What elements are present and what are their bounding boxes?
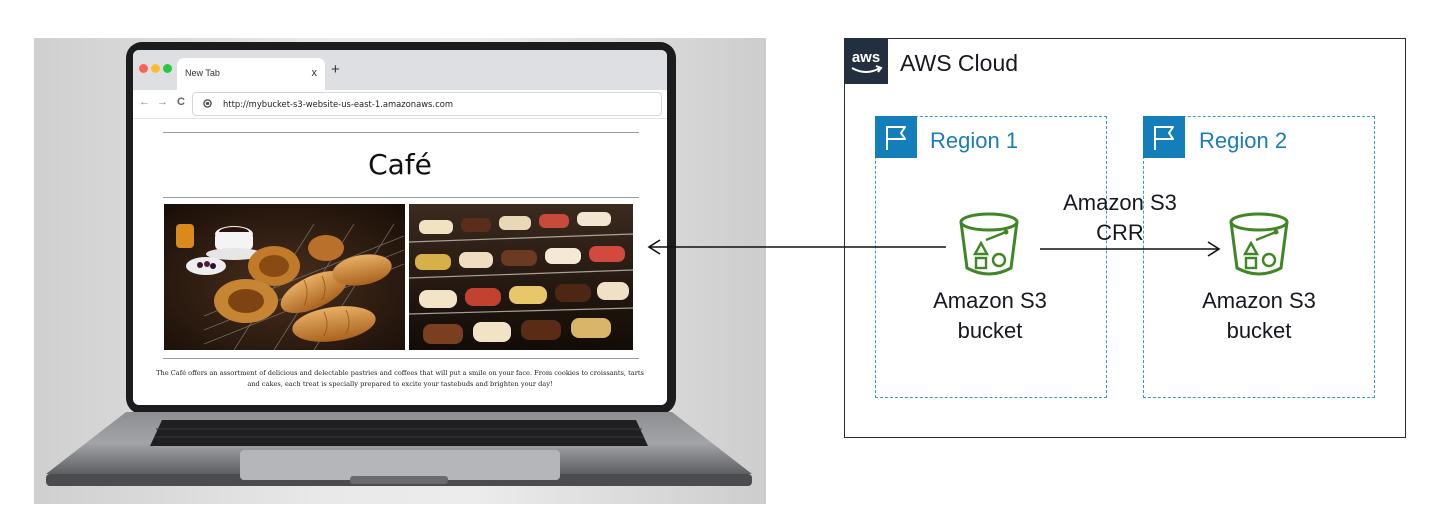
aws-logo-icon: aws <box>844 38 888 84</box>
website-description: The Café offers an assortment of delicio… <box>156 369 644 388</box>
page-divider-bottom <box>163 358 639 359</box>
page-divider-title <box>163 197 639 198</box>
bucket-label-region-1-line1: Amazon S3 <box>933 288 1047 313</box>
s3-bucket-icon-region-2 <box>1229 212 1289 276</box>
window-maximize-dot[interactable] <box>163 64 172 73</box>
aws-logo-text: aws <box>852 49 880 66</box>
bucket-label-region-1: Amazon S3 bucket <box>915 286 1065 346</box>
browser-tab[interactable]: New Tab x <box>177 58 325 90</box>
region-1-label: Region 1 <box>930 128 1019 153</box>
region-2-flag-icon <box>1143 116 1185 158</box>
site-info-icon[interactable] <box>203 99 212 108</box>
tab-close-icon[interactable]: x <box>311 67 318 79</box>
forward-arrow-icon[interactable]: → <box>157 96 168 108</box>
browser-tab-bar: New Tab x + <box>133 50 667 90</box>
bucket-label-region-2-line1: Amazon S3 <box>1202 288 1316 313</box>
reload-icon[interactable]: C <box>177 96 185 108</box>
address-bar[interactable]: http://mybucket-s3-website-us-east-1.ama… <box>193 93 661 115</box>
url-text: http://mybucket-s3-website-us-east-1.ama… <box>223 99 453 109</box>
browser-tab-title: New Tab <box>185 68 220 78</box>
crr-label-line2: CRR <box>1096 220 1144 245</box>
crr-label: Amazon S3 CRR <box>1040 188 1200 248</box>
laptop-base <box>46 412 752 486</box>
aws-cloud-label: AWS Cloud <box>900 50 1019 76</box>
bucket-label-region-2-line2: bucket <box>1226 318 1292 343</box>
aws-cloud-group <box>844 38 1406 438</box>
s3-bucket-icon-region-1 <box>959 212 1019 276</box>
window-minimize-dot[interactable] <box>151 64 160 73</box>
cakes-display-photo <box>409 204 633 350</box>
bucket-label-region-1-line2: bucket <box>957 318 1023 343</box>
pastries-photo <box>164 204 405 350</box>
page-divider-top <box>163 132 639 133</box>
region-2-label: Region 2 <box>1199 128 1288 153</box>
region-2-group <box>1143 116 1375 398</box>
new-tab-icon[interactable]: + <box>331 61 340 78</box>
back-arrow-icon[interactable]: ← <box>139 96 150 108</box>
window-close-dot[interactable] <box>139 64 148 73</box>
laptop-screen: New Tab x + ← → C http://mybucket-s3-web… <box>133 50 667 405</box>
website-title: Café <box>368 148 432 181</box>
crr-label-line1: Amazon S3 <box>1063 190 1177 215</box>
region-1-flag-icon <box>875 116 917 158</box>
bucket-label-region-2: Amazon S3 bucket <box>1184 286 1334 346</box>
region-1-group <box>875 116 1107 398</box>
browser-toolbar: ← → C http://mybucket-s3-website-us-east… <box>133 90 667 119</box>
